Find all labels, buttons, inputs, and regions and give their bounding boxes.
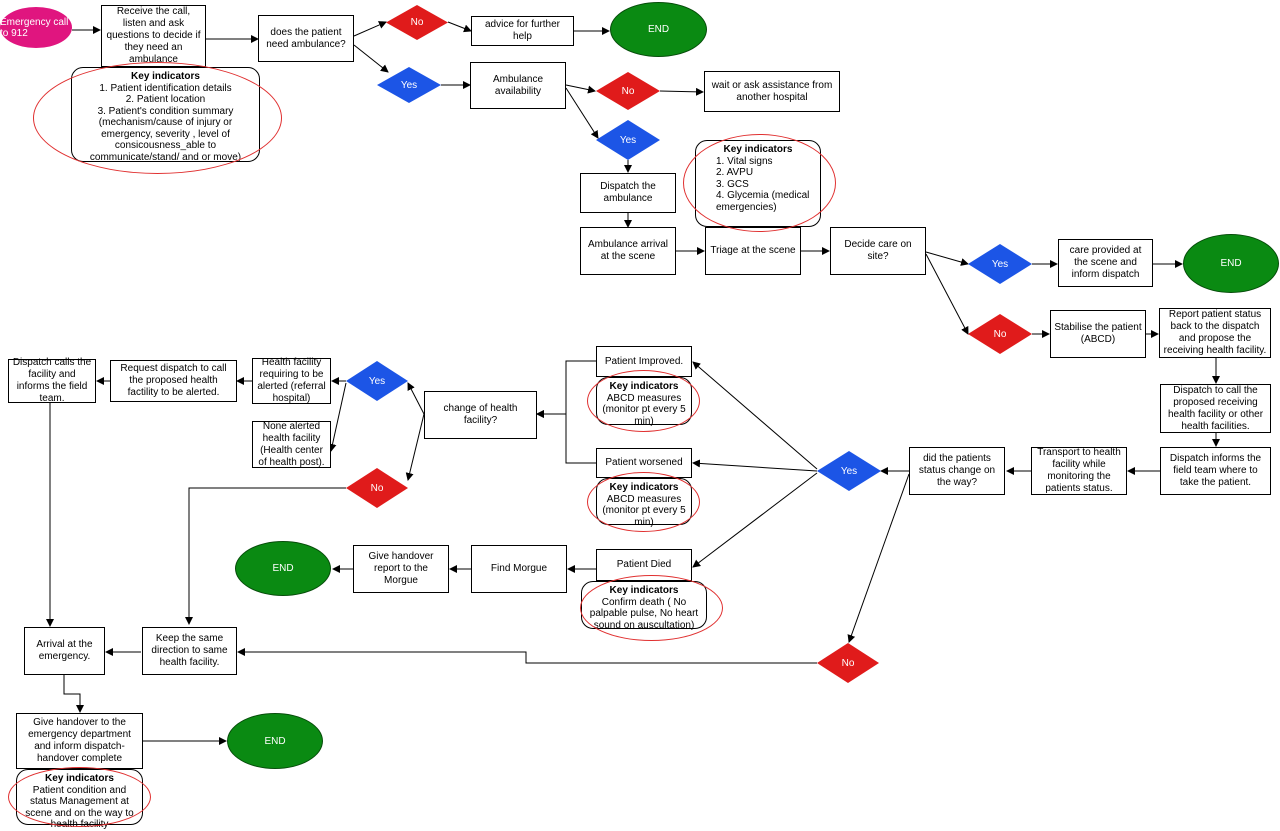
care-provided-box: care provided at the scene and inform di… xyxy=(1058,239,1153,287)
change-facility-box: change of health facility? xyxy=(424,391,537,439)
transport-box: Transport to health facility while monit… xyxy=(1031,447,1127,495)
decision-yes-status: Yes xyxy=(817,451,881,491)
stabilise-box: Stabilise the patient (ABCD) xyxy=(1050,310,1146,358)
arrow-change-to-yes xyxy=(407,382,425,415)
decision-no-need-ambulance: No xyxy=(386,5,448,40)
dispatch-call-facility-box: Dispatch to call the proposed receiving … xyxy=(1160,384,1271,433)
end-morgue: END xyxy=(235,541,331,596)
arrow-no-to-keep xyxy=(185,487,346,625)
keep-direction-box: Keep the same direction to same health f… xyxy=(142,627,237,675)
facility-requiring-box: Health facility requiring to be alerted … xyxy=(252,357,331,404)
decision-yes-ambulance: Yes xyxy=(596,120,660,160)
wait-assistance-box: wait or ask assistance from another hosp… xyxy=(704,71,840,112)
advice-box: advice for further help xyxy=(471,16,574,46)
arrow-no-to-keep-direction xyxy=(237,648,817,664)
decision-no-change-facility: No xyxy=(346,468,408,508)
decision-yes-need-ambulance: Yes xyxy=(377,67,441,103)
patient-died-box: Patient Died xyxy=(596,549,692,581)
arrow-status-to-no xyxy=(847,473,910,643)
decision-yes-care: Yes xyxy=(968,244,1032,284)
arrow-yes-to-none xyxy=(328,382,347,452)
decide-care-box: Decide care on site? xyxy=(830,227,926,275)
handover-ed-box: Give handover to the emergency departmen… xyxy=(16,713,143,769)
dispatch-ambulance-box: Dispatch the ambulance xyxy=(580,173,676,213)
report-status-box: Report patient status back to the dispat… xyxy=(1159,308,1271,358)
ambulance-arrival-box: Ambulance arrival at the scene xyxy=(580,227,676,275)
start-emergency-call: Emergency call to 912 xyxy=(0,7,72,48)
arrow-need-to-no xyxy=(353,21,387,37)
patient-worsened-box: Patient worsened xyxy=(596,448,692,478)
arrow-yes-to-improved xyxy=(692,361,818,470)
patient-improved-box: Patient Improved. xyxy=(596,346,692,377)
arrow-ambulance-to-no xyxy=(565,84,596,94)
arrow-improved-to-change xyxy=(536,360,596,418)
request-dispatch-box: Request dispatch to call the proposed he… xyxy=(110,360,237,402)
decision-no-ambulance: No xyxy=(596,72,660,110)
decision-yes-change-facility: Yes xyxy=(346,361,408,401)
key-indicators-triage: Key indicators 1. Vital signs 2. AVPU 3.… xyxy=(695,140,821,227)
status-change-box: did the patients status change on the wa… xyxy=(909,447,1005,495)
key-indicators-died: Key indicators Confirm death ( No palpab… xyxy=(581,581,707,631)
decision-no-care: No xyxy=(968,314,1032,354)
arrow-change-to-no xyxy=(405,413,425,481)
end-care-provided: END xyxy=(1183,234,1279,293)
arrow-no-to-wait xyxy=(659,87,704,96)
key-indicators-improved: Key indicators ABCD measures (monitor pt… xyxy=(596,377,692,427)
dispatch-informs-team-box: Dispatch informs the field team where to… xyxy=(1160,447,1271,495)
dispatch-calls-box: Dispatch calls the facility and informs … xyxy=(8,357,96,404)
arrow-yes-to-died xyxy=(692,472,818,568)
arrow-decide-to-no xyxy=(925,253,969,335)
none-alerted-box: None alerted health facility (Health cen… xyxy=(252,421,331,468)
key-indicators-worsened: Key indicators ABCD measures (monitor pt… xyxy=(596,478,692,528)
key-indicators-handover: Key indicators Patient condition and sta… xyxy=(16,769,143,830)
need-ambulance-box: does the patient need ambulance? xyxy=(258,15,354,62)
ambulance-availability-box: Ambulance availability xyxy=(470,62,566,109)
triage-box: Triage at the scene xyxy=(705,227,801,275)
arrow-yes-to-worsened xyxy=(692,459,818,472)
receive-call-box: Receive the call, listen and ask questio… xyxy=(101,5,206,67)
end-advice: END xyxy=(610,2,707,57)
arrow-no-to-advice xyxy=(447,21,472,33)
handover-morgue-box: Give handover report to the Morgue xyxy=(353,545,449,593)
arrow-decide-to-yes xyxy=(925,251,969,266)
arrow-worsened-to-change xyxy=(536,410,596,464)
key-indicators-call: Key indicators 1. Patient identification… xyxy=(71,67,260,163)
arrow-need-to-yes xyxy=(353,44,389,73)
arrow-arrival-to-handover xyxy=(63,675,84,713)
arrival-emergency-box: Arrival at the emergency. xyxy=(24,627,105,675)
end-handover: END xyxy=(227,713,323,769)
decision-no-status: No xyxy=(817,643,879,683)
find-morgue-box: Find Morgue xyxy=(471,545,567,593)
arrow-ambulance-to-yes xyxy=(565,87,599,139)
